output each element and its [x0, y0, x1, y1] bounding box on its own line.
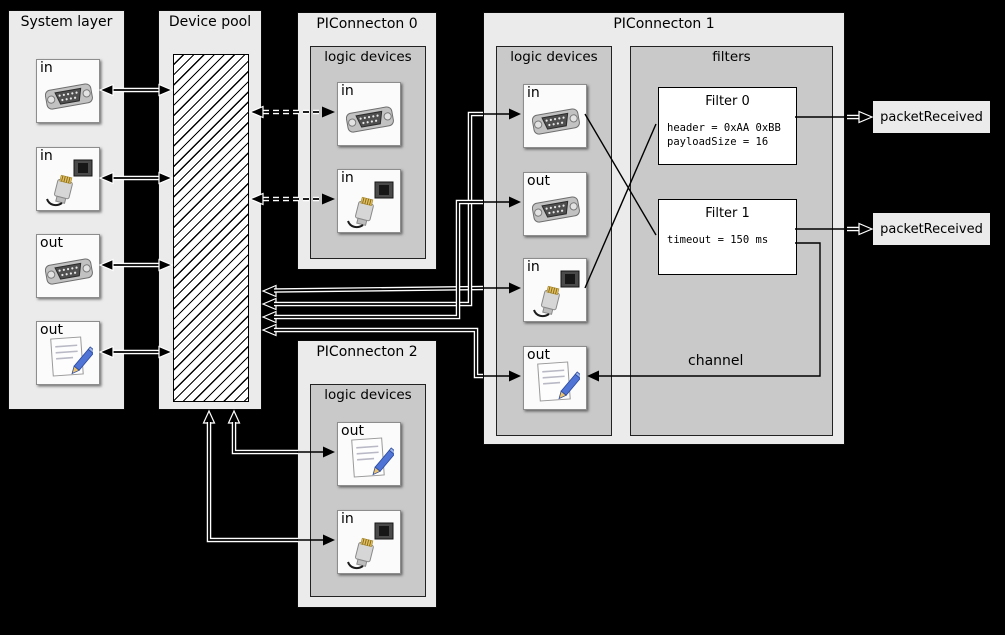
- filter-1-box: Filter 1 timeout = 150 ms: [658, 199, 797, 275]
- ethernet-plug-icon: [45, 159, 93, 207]
- piconnecton1-panel: PIConnecton 1 logic devices in out in ou…: [483, 12, 845, 445]
- device-label: out: [40, 322, 63, 338]
- device-pool-hatch: [173, 54, 249, 402]
- device-label: in: [40, 148, 53, 164]
- packet-received-label: packetReceived: [880, 221, 983, 237]
- pic0-device-in-ethernet: in: [337, 169, 401, 233]
- filter-0-box: Filter 0 header = 0xAA 0xBB payloadSize …: [658, 87, 797, 165]
- system-device-out-serial: out: [36, 234, 100, 298]
- packet-received-label: packetReceived: [880, 109, 983, 125]
- piconnecton1-filters-group: filters Filter 0 header = 0xAA 0xBB payl…: [630, 46, 833, 436]
- pic1-device-out-notepad: out: [523, 346, 587, 410]
- device-label: in: [527, 259, 540, 275]
- piconnecton0-title: PIConnecton 0: [316, 16, 418, 32]
- filter-0-name: Filter 0: [705, 94, 750, 109]
- logic-devices-label: logic devices: [510, 49, 598, 65]
- filter-param: header = 0xAA 0xBB: [667, 122, 781, 134]
- piconnecton0-panel: PIConnecton 0 logic devices in in: [297, 12, 437, 270]
- device-label: out: [341, 423, 364, 439]
- notepad-icon: [532, 358, 580, 406]
- device-pool-panel: Device pool: [158, 10, 262, 410]
- packet-received-box-0: packetReceived: [872, 100, 991, 134]
- serial-port-icon: [45, 71, 93, 119]
- piconnecton1-logic-devices-group: logic devices in out in out: [496, 46, 612, 436]
- device-label: in: [527, 85, 540, 101]
- pic2-device-in-ethernet: in: [337, 510, 401, 574]
- system-layer-panel: System layer in in out out: [8, 10, 125, 410]
- device-pool-title: Device pool: [168, 14, 252, 30]
- device-label: in: [40, 60, 53, 76]
- serial-port-icon: [532, 96, 580, 144]
- device-label: out: [527, 347, 550, 363]
- device-label: out: [527, 173, 550, 189]
- piconnecton2-title: PIConnecton 2: [316, 344, 418, 360]
- filter-1-params: timeout = 150 ms: [667, 233, 796, 247]
- piconnecton0-logic-devices-group: logic devices in in: [310, 46, 426, 259]
- filter-param: payloadSize = 16: [667, 136, 769, 148]
- filter-param: timeout = 150 ms: [667, 234, 769, 246]
- logic-devices-label: logic devices: [324, 387, 412, 403]
- ethernet-plug-icon: [532, 270, 580, 318]
- system-device-out-notepad: out: [36, 321, 100, 385]
- piconnecton1-title: PIConnecton 1: [613, 16, 715, 32]
- filter-0-params: header = 0xAA 0xBB payloadSize = 16: [667, 121, 796, 149]
- filters-label: filters: [712, 49, 751, 65]
- system-layer-title: System layer: [20, 14, 113, 30]
- piconnecton2-panel: PIConnecton 2 logic devices out in: [297, 340, 437, 608]
- filter-1-name: Filter 1: [705, 206, 750, 221]
- pic1-device-in-ethernet: in: [523, 258, 587, 322]
- pic0-device-in-serial: in: [337, 82, 401, 146]
- logic-devices-label: logic devices: [324, 49, 412, 65]
- ethernet-plug-icon: [346, 522, 394, 570]
- pic1-device-in-serial: in: [523, 84, 587, 148]
- device-label: out: [40, 235, 63, 251]
- channel-label: channel: [688, 353, 744, 369]
- ethernet-plug-icon: [346, 181, 394, 229]
- serial-port-icon: [45, 246, 93, 294]
- notepad-icon: [45, 333, 93, 381]
- pic1-device-out-serial: out: [523, 172, 587, 236]
- device-label: in: [341, 511, 354, 527]
- piconnecton2-logic-devices-group: logic devices out in: [310, 384, 426, 597]
- pic2-device-out-notepad: out: [337, 422, 401, 486]
- system-device-in-serial: in: [36, 59, 100, 123]
- notepad-icon: [346, 434, 394, 482]
- device-label: in: [341, 170, 354, 186]
- serial-port-icon: [532, 184, 580, 232]
- serial-port-icon: [346, 94, 394, 142]
- packet-received-box-1: packetReceived: [872, 212, 991, 246]
- system-device-in-ethernet: in: [36, 147, 100, 211]
- device-label: in: [341, 83, 354, 99]
